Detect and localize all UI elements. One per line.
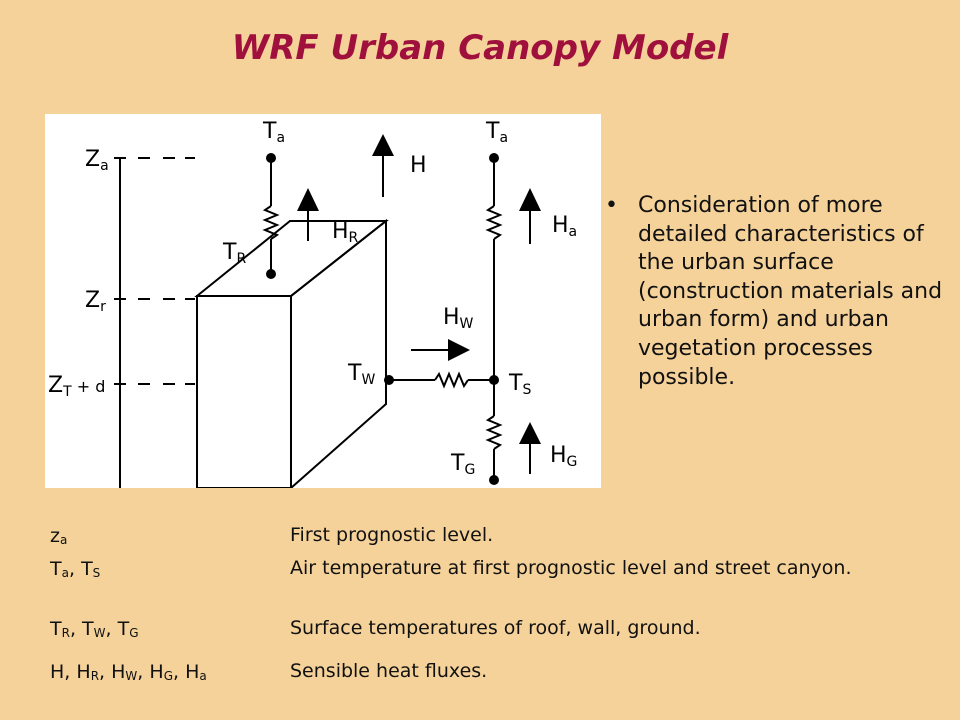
roof-resistance <box>262 158 280 274</box>
symbol-subscript: a <box>199 669 207 683</box>
hr-label: HR <box>332 219 359 246</box>
ta-right-label: Ta <box>485 119 508 146</box>
bullet-text: Consideration of more detailed character… <box>638 193 943 390</box>
legend-row: Ta, TS Air temperature at first prognosti… <box>50 557 930 581</box>
legend-symbol: TR, TW, TG <box>50 618 139 640</box>
legend-description: First prognostic level. <box>290 524 494 546</box>
bullet-dot: • <box>605 193 618 218</box>
zt-label: ZT + d <box>48 373 105 400</box>
za-label: Za <box>85 147 109 174</box>
symbol-base: T <box>117 618 130 640</box>
tw-label: TW <box>347 361 375 388</box>
legend-description: Surface temperatures of roof, wall, grou… <box>290 617 701 639</box>
ts-label: TS <box>508 371 531 398</box>
wall-resistance <box>389 371 494 389</box>
legend-row: H, HR, HW, HG, Ha Sensible heat fluxes. <box>50 660 930 684</box>
symbol-base: H <box>111 661 126 683</box>
h-label: H <box>410 153 427 178</box>
symbol-base: T <box>50 558 62 580</box>
canyon-resistance <box>485 158 503 480</box>
slide-title: WRF Urban Canopy Model <box>231 28 729 68</box>
symbol-subscript: G <box>129 626 139 640</box>
symbol-subscript: W <box>93 626 106 640</box>
building-box <box>194 218 389 488</box>
symbol-subscript: R <box>61 626 70 640</box>
tg-node <box>489 475 499 485</box>
symbol-base: T <box>81 558 93 580</box>
symbol-subscript: a <box>61 566 69 580</box>
urban-canopy-diagram: Za Zr ZT + d <box>45 114 601 488</box>
symbol-base: T <box>82 618 94 640</box>
hg-label: HG <box>550 443 577 470</box>
tr-label: TR <box>222 240 246 267</box>
zr-label: Zr <box>85 288 106 315</box>
ta-left-label: Ta <box>262 119 285 146</box>
hw-label: HW <box>443 305 474 332</box>
ha-label: Ha <box>552 213 577 240</box>
symbol-subscript: G <box>163 669 173 683</box>
symbol-base: z <box>50 525 60 547</box>
symbol-base: T <box>50 618 62 640</box>
symbol-base: H <box>76 661 91 683</box>
h-arrow <box>372 134 394 197</box>
legend-description: Air temperature at first prognostic leve… <box>290 557 852 579</box>
hr-arrow <box>297 188 319 241</box>
legend-description: Sensible heat fluxes. <box>290 660 488 682</box>
tg-label: TG <box>450 451 475 478</box>
legend-row: TR, TW, TG Surface temperatures of roof, … <box>50 617 930 641</box>
bullet-list: • Consideration of more detailed charact… <box>605 192 945 392</box>
ta-left-node <box>266 153 276 163</box>
symbol-subscript: W <box>125 669 138 683</box>
legend-row: za First prognostic level. <box>50 524 930 548</box>
symbol-base: H <box>50 661 65 683</box>
hw-arrow <box>411 339 470 361</box>
ta-right-node <box>489 153 499 163</box>
symbol-base: H <box>185 661 200 683</box>
tr-node <box>266 269 276 279</box>
legend-symbol: za <box>50 525 67 547</box>
legend-symbol: H, HR, HW, HG, Ha <box>50 661 207 683</box>
symbol-subscript: a <box>59 533 68 547</box>
symbol-subscript: S <box>92 566 101 580</box>
symbol-subscript: R <box>90 669 100 683</box>
legend-symbol: Ta, TS <box>50 558 101 580</box>
hg-arrow <box>519 422 541 474</box>
ha-arrow <box>519 188 541 244</box>
symbol-base: H <box>149 661 164 683</box>
tw-node <box>384 375 394 385</box>
